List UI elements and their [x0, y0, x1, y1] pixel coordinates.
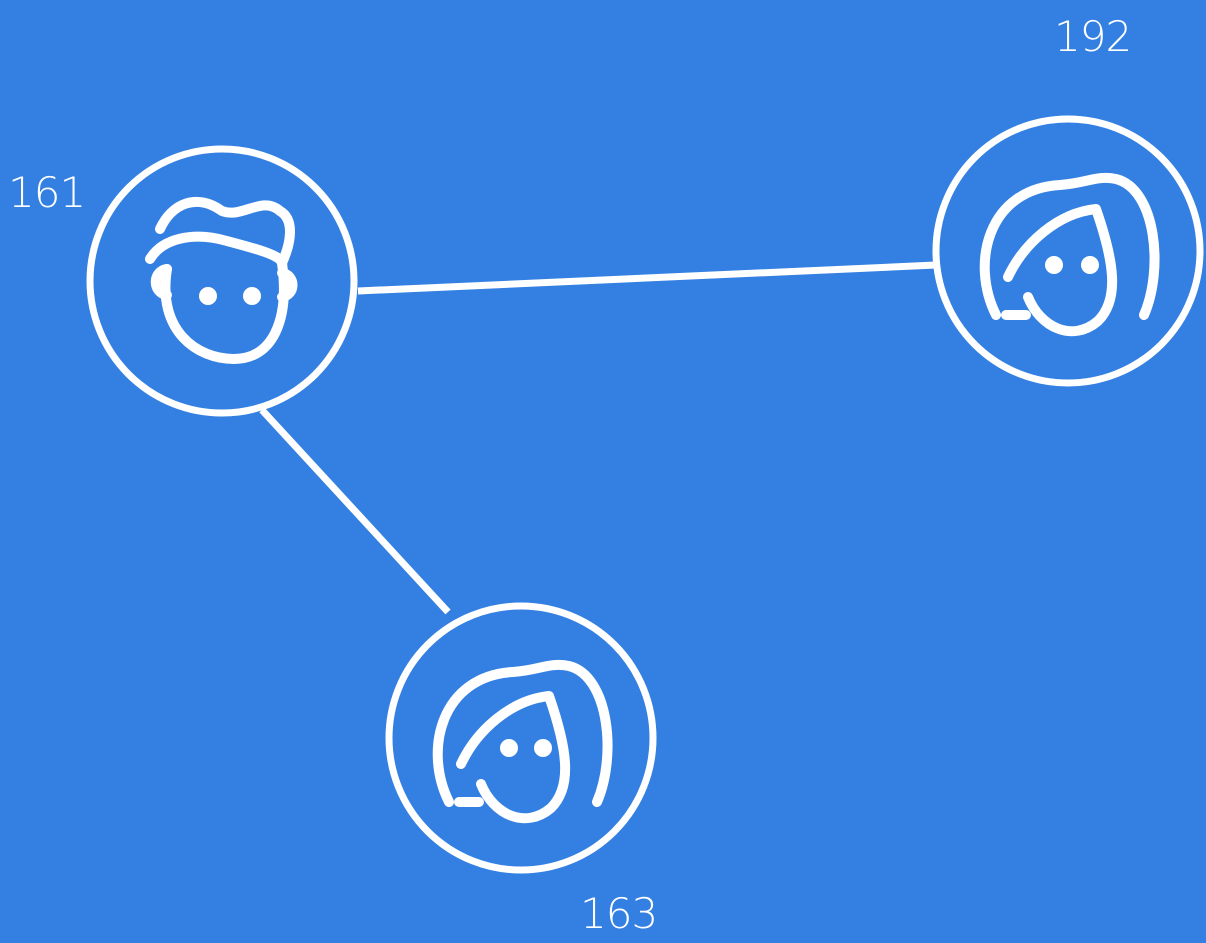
node-192[interactable]	[932, 115, 1204, 387]
edge-161-192	[357, 261, 937, 295]
female-eye-right	[1081, 256, 1099, 274]
node-163[interactable]	[385, 602, 657, 874]
female-eye-right	[534, 739, 552, 757]
node-label-192: 192	[1054, 12, 1132, 61]
female-eye-left	[500, 739, 518, 757]
male-eye-left	[199, 287, 217, 305]
node-192-ring	[932, 115, 1204, 387]
node-label-163: 163	[580, 889, 658, 938]
node-161[interactable]	[86, 145, 358, 417]
female-eye-left	[1045, 256, 1063, 274]
node-163-ring	[385, 602, 657, 874]
edge-161-163	[259, 407, 451, 615]
male-user-icon	[145, 197, 298, 364]
node-label-161: 161	[8, 168, 86, 217]
female-user-icon	[979, 172, 1160, 337]
node-161-ring	[86, 145, 358, 417]
female-user-icon	[432, 659, 613, 824]
male-eye-right	[243, 287, 261, 305]
